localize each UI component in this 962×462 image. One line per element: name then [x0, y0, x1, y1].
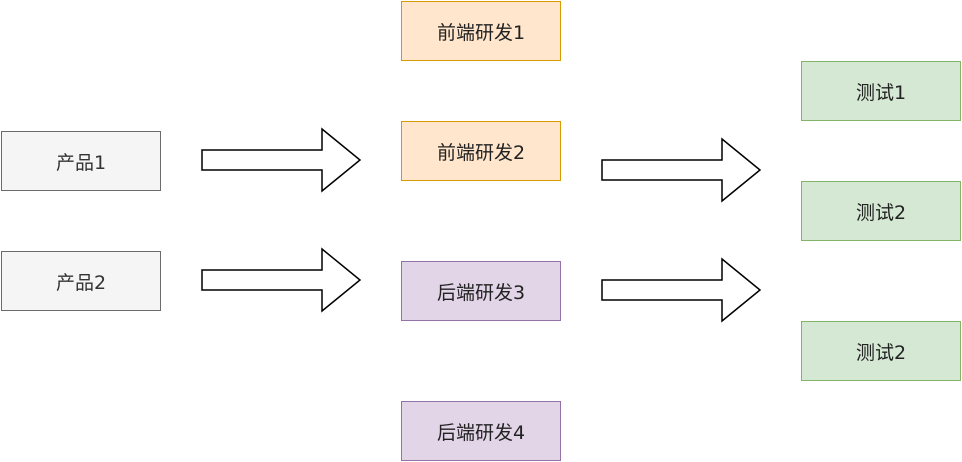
frontend-dev-2-box: 前端研发2: [401, 121, 561, 181]
product-2-box: 产品2: [1, 251, 161, 311]
block-arrow-right-icon: [201, 127, 362, 193]
test-2-second-box: 测试2: [801, 321, 961, 381]
test-2-box: 测试2: [801, 181, 961, 241]
backend-dev-3-box: 后端研发3: [401, 261, 561, 321]
backend-dev-4-box: 后端研发4: [401, 401, 561, 461]
test-1-box: 测试1: [801, 61, 961, 121]
block-arrow-right-icon: [601, 137, 762, 203]
product-1-box: 产品1: [1, 131, 161, 191]
block-arrow-right-icon: [201, 247, 362, 313]
block-arrow-right-icon: [601, 257, 762, 323]
frontend-dev-1-box: 前端研发1: [401, 1, 561, 61]
